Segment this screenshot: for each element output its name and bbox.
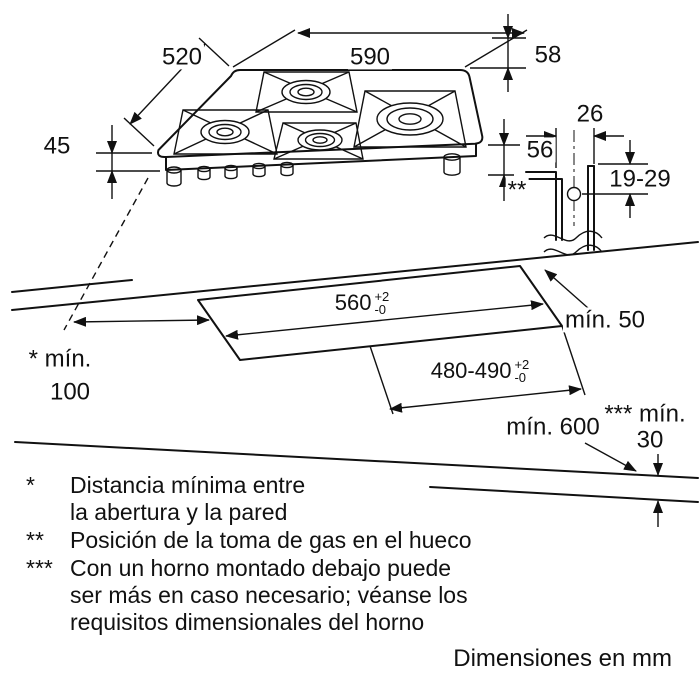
gas-connection-circle [566, 186, 582, 202]
min-50-arrow [544, 269, 589, 309]
min-100-ar row [73, 315, 210, 327]
burner-back-right [353, 90, 467, 148]
gas-profile-detail [525, 130, 603, 256]
dim-gas-range-label: 19-29 [607, 165, 673, 193]
wall-edge [11, 279, 133, 293]
counter-thickness-edge [429, 486, 699, 503]
cutout-width-tol-plus: +2 [374, 289, 390, 304]
footnote-marker: * [26, 472, 35, 498]
placement-dashed-line [63, 177, 149, 331]
footnote-text: Distancia mínima entre la abertura y la … [70, 472, 306, 525]
footnotes: * Distancia mínima entre la abertura y l… [26, 472, 506, 637]
min-front-label: mín. 600 [504, 413, 602, 441]
dim-560-lines [225, 300, 544, 340]
cutout-depth-tolerance: +2 -0 [514, 358, 529, 384]
footnote-marker: *** [26, 555, 53, 581]
dim-hob-depth-label: 520 [159, 43, 205, 71]
burner-back-left [255, 71, 358, 113]
counter-surface [11, 241, 699, 503]
dim-56-lines [488, 119, 520, 201]
cutout-width-tolerance: +2 -0 [374, 290, 389, 316]
min-wall-label: * mín. [26, 345, 94, 373]
gas-marker-label: ** [505, 176, 529, 204]
dim-19-29-lines [582, 140, 648, 218]
min-thickness-label: *** mín. [602, 400, 688, 428]
footnote-oven-below: *** Con un horno montado debajo puede se… [26, 555, 506, 636]
min-rear-label: mín. 50 [562, 306, 648, 334]
dim-45-lines [96, 125, 160, 199]
cutout-width-tol-minus: -0 [374, 302, 387, 317]
control-knobs [197, 161, 294, 181]
hob-top-view [157, 69, 484, 171]
min-600-arrow [584, 442, 637, 472]
footnote-text: Posición de la toma de gas en el hueco [70, 527, 472, 553]
cutout-depth-value: 480-490 [430, 358, 512, 384]
dim-gas-height-label: 56 [524, 136, 556, 164]
min-thickness-value: 30 [634, 426, 666, 454]
hob-feet [166, 153, 461, 187]
cutout-depth-tol-plus: +2 [514, 357, 530, 372]
units-note: Dimensiones en mm [453, 645, 672, 672]
counter-front-edge [14, 441, 699, 479]
dim-height-above-label: 58 [532, 41, 564, 69]
dim-hob-width-label: 590 [347, 43, 393, 71]
cutout-depth-dim-label: 480-490 +2 -0 [428, 358, 532, 384]
footnote-wall-distance: * Distancia mínima entre la abertura y l… [26, 472, 506, 526]
footnote-text: Con un horno montado debajo puede ser má… [70, 555, 468, 635]
footnote-gas-position: ** Posición de la toma de gas en el huec… [26, 527, 506, 554]
burner-front-left [173, 109, 278, 155]
dim-gas-offset-label: 26 [574, 100, 606, 128]
dim-body-height-label: 45 [41, 132, 73, 160]
dim-480-490-lines [369, 325, 586, 415]
min-wall-value: 100 [47, 378, 93, 406]
dim-590-lines [232, 28, 528, 68]
dim-26-lines [526, 128, 624, 168]
burner-front-center [273, 122, 364, 160]
footnote-marker: ** [26, 527, 44, 553]
cutout-depth-tol-minus: -0 [514, 370, 527, 385]
dim-58-lines [470, 14, 526, 92]
cutout-width-value: 560 [334, 290, 372, 316]
cutout-width-dim-label: 560 +2 -0 [332, 290, 392, 316]
